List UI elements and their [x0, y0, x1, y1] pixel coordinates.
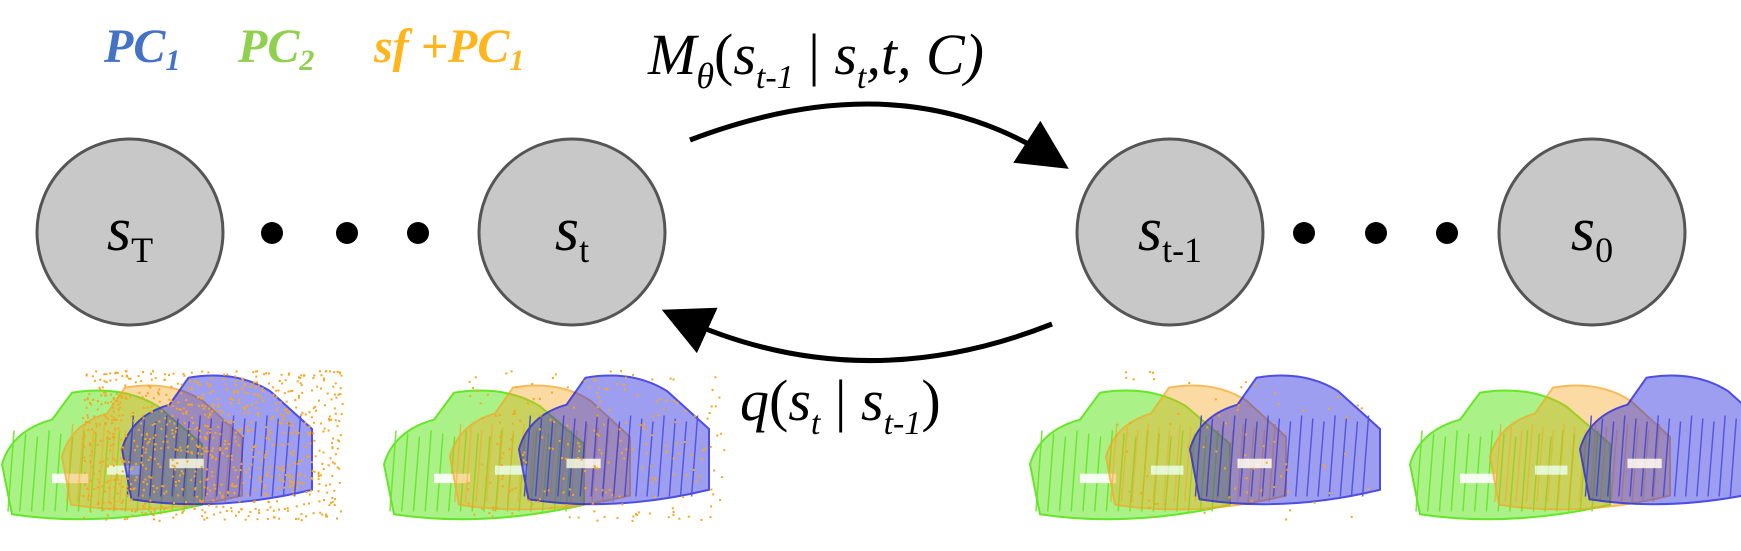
- ellipsis-dot: [1365, 222, 1387, 244]
- node-st-1: st-1: [1075, 137, 1265, 327]
- node-st: st: [477, 137, 667, 327]
- point-cloud-image-st: [382, 370, 726, 522]
- point-cloud-noise: [82, 370, 344, 522]
- ellipsis-dot: [336, 222, 358, 244]
- node-circle: [477, 137, 667, 327]
- point-cloud-image-sT: [0, 370, 344, 522]
- node-circle: [1497, 137, 1687, 327]
- legend-item-pc2: PC2: [237, 20, 314, 77]
- node-s0: s0: [1497, 137, 1687, 327]
- point-cloud-noise: [1115, 370, 1370, 521]
- node-sT: sT: [35, 137, 225, 327]
- reverse-process-label: q(st | st-1): [740, 368, 941, 442]
- forward-arrow: [689, 101, 1069, 169]
- point-cloud-blue-car: [120, 374, 313, 506]
- ellipsis-left: [261, 222, 429, 244]
- ellipsis-dot: [407, 222, 429, 244]
- ellipsis-dot: [1436, 222, 1458, 244]
- legend-item-sf-pc1: sf +PC1: [373, 20, 524, 77]
- ellipsis-dot: [261, 222, 283, 244]
- point-cloud-blue-car: [517, 374, 710, 506]
- point-cloud-image-s0: [1408, 374, 1741, 521]
- legend-item-pc1: PC1: [103, 20, 180, 77]
- point-cloud-image-st-1: [1028, 370, 1381, 521]
- ellipsis-dot: [1293, 222, 1315, 244]
- forward-process-label: Mθ(st-1 | st,t, C): [647, 22, 984, 96]
- point-cloud-blue-car: [1578, 374, 1741, 506]
- reverse-arrow: [661, 307, 1053, 363]
- node-label: st: [555, 196, 589, 270]
- node-circle: [35, 137, 225, 327]
- ellipsis-right: [1293, 222, 1458, 244]
- point-cloud-noise: [467, 370, 726, 522]
- node-label: st-1: [1138, 196, 1202, 270]
- node-label: sT: [107, 196, 153, 270]
- legend: PC1 PC2 sf +PC1: [103, 20, 524, 77]
- point-cloud-blue-car: [1188, 374, 1381, 506]
- node-circle: [1075, 137, 1265, 327]
- node-label: s0: [1571, 196, 1613, 270]
